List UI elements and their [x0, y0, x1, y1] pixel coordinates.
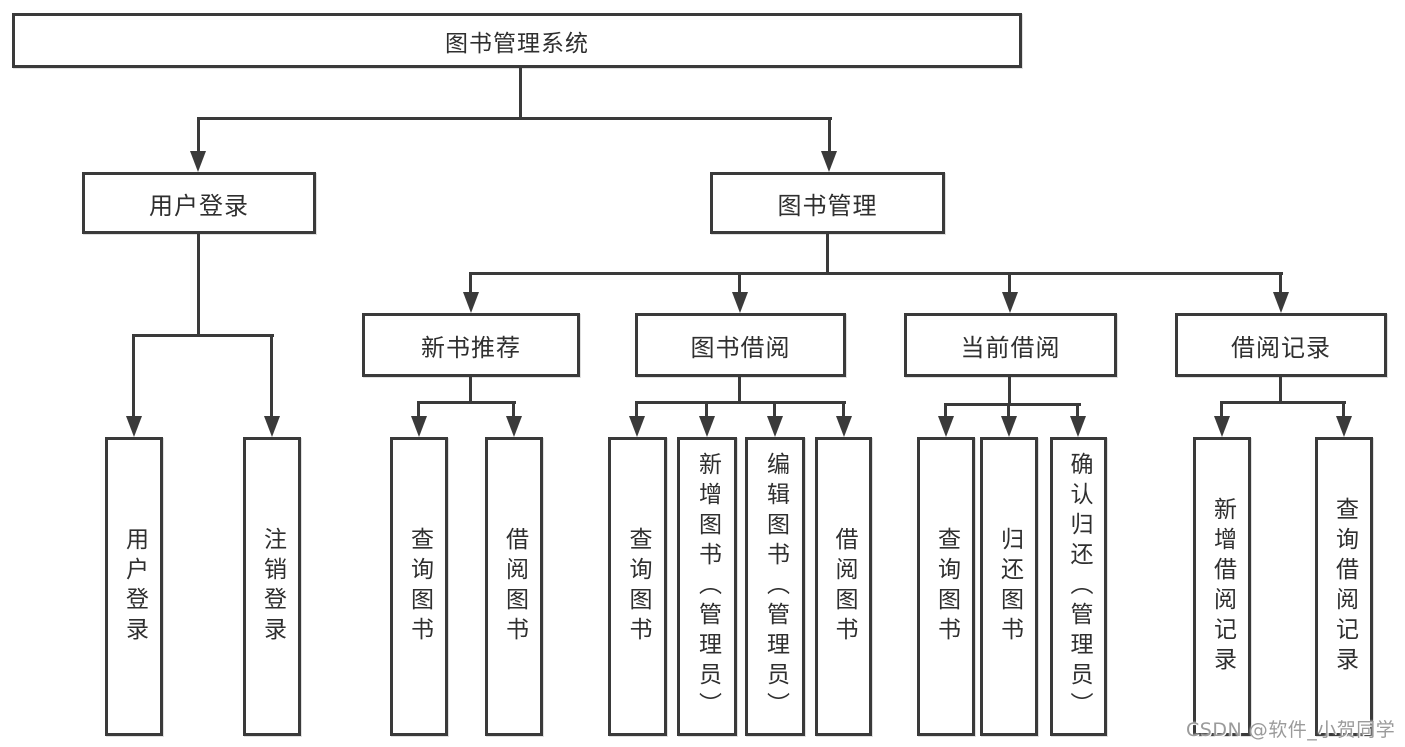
arrow-down-icon: [767, 416, 783, 437]
leaf-return-books: 归还图书: [980, 437, 1038, 736]
arrow-down-icon: [629, 416, 645, 437]
connector-line: [197, 120, 200, 152]
node-label: 新增图书（管理员）: [694, 451, 721, 722]
arrow-down-icon: [699, 416, 715, 437]
node-book-borrowing: 图书借阅: [635, 313, 846, 377]
node-root-library-management-system: 图书管理系统: [12, 13, 1022, 68]
connector-line: [132, 337, 135, 417]
connector-line: [1279, 377, 1282, 404]
node-book-management: 图书管理: [710, 172, 945, 234]
node-label: 查询图书: [933, 526, 960, 647]
arrow-down-icon: [411, 416, 427, 437]
arrow-down-icon: [1070, 416, 1086, 437]
leaf-user-login: 用户登录: [105, 437, 163, 736]
arrow-down-icon: [1214, 416, 1230, 437]
connector-line: [773, 404, 776, 417]
connector-line: [842, 404, 845, 417]
connector-line: [197, 234, 200, 337]
node-label: 图书管理系统: [445, 30, 589, 57]
arrow-down-icon: [821, 151, 837, 172]
connector-line: [1220, 404, 1223, 417]
connector-line: [1342, 404, 1345, 417]
arrow-down-icon: [938, 416, 954, 437]
connector-line: [469, 275, 472, 294]
connector-line: [944, 406, 947, 417]
connector-line: [519, 68, 522, 120]
node-label: 借阅图书: [831, 526, 857, 647]
arrow-down-icon: [264, 416, 280, 437]
leaf-borrow-books-recommend: 借阅图书: [485, 437, 543, 736]
leaf-edit-books-admin: 编辑图书（管理员）: [745, 437, 805, 736]
connector-line: [270, 337, 273, 417]
connector-line: [1076, 406, 1079, 417]
arrow-down-icon: [463, 292, 479, 313]
connector-line: [1008, 377, 1011, 406]
connector-line: [1220, 401, 1346, 404]
connector-line: [828, 120, 831, 152]
connector-line: [635, 404, 638, 417]
node-label: 用户登录: [149, 191, 249, 220]
leaf-query-books-recommend: 查询图书: [390, 437, 448, 736]
node-label: 确认归还（管理员）: [1066, 451, 1092, 722]
node-label: 借阅图书: [501, 526, 528, 647]
connector-line: [1279, 275, 1282, 294]
node-label: 查询图书: [625, 526, 651, 647]
arrow-down-icon: [1336, 416, 1352, 437]
leaf-add-borrow-record: 新增借阅记录: [1193, 437, 1251, 736]
arrow-down-icon: [126, 416, 142, 437]
node-current-borrowing: 当前借阅: [904, 313, 1117, 377]
node-user-login: 用户登录: [82, 172, 316, 234]
connector-line: [705, 404, 708, 417]
node-label: 新增借阅记录: [1209, 496, 1236, 677]
connector-line: [132, 334, 274, 337]
leaf-logout: 注销登录: [243, 437, 301, 736]
node-label: 注销登录: [259, 526, 286, 647]
connector-line: [738, 377, 741, 404]
arrow-down-icon: [506, 416, 522, 437]
node-label: 图书借阅: [690, 333, 791, 362]
connector-line: [512, 404, 515, 417]
node-label: 借阅记录: [1231, 333, 1331, 362]
node-borrowing-records: 借阅记录: [1175, 313, 1387, 377]
connector-line: [417, 401, 516, 404]
arrow-down-icon: [732, 292, 748, 313]
connector-line: [1008, 275, 1011, 294]
csdn-watermark: CSDN @软件_小贺同学: [1186, 719, 1396, 741]
node-label: 用户登录: [121, 526, 148, 647]
connector-line: [469, 377, 472, 404]
connector-line: [826, 234, 829, 275]
node-label: 查询借阅记录: [1331, 496, 1358, 677]
node-label: 当前借阅: [960, 333, 1061, 362]
node-label: 查询图书: [406, 526, 433, 647]
leaf-query-books-borrowing: 查询图书: [608, 437, 667, 736]
connector-line: [738, 275, 741, 294]
connector-line: [635, 401, 846, 404]
arrow-down-icon: [1002, 292, 1018, 313]
leaf-query-borrow-record: 查询借阅记录: [1315, 437, 1373, 736]
arrow-down-icon: [190, 151, 206, 172]
arrow-down-icon: [836, 416, 852, 437]
connector-line: [1007, 406, 1010, 417]
node-label: 编辑图书（管理员）: [762, 451, 789, 722]
connector-line: [197, 117, 832, 120]
node-label: 图书管理: [777, 191, 878, 220]
node-new-book-recommendation: 新书推荐: [362, 313, 580, 377]
connector-line: [944, 403, 1081, 406]
node-label: 归还图书: [996, 526, 1023, 647]
leaf-confirm-return-admin: 确认归还（管理员）: [1050, 437, 1107, 736]
arrow-down-icon: [1001, 416, 1017, 437]
connector-line: [417, 404, 420, 417]
leaf-borrow-books: 借阅图书: [815, 437, 872, 736]
arrow-down-icon: [1273, 292, 1289, 313]
node-label: 新书推荐: [421, 333, 521, 362]
leaf-add-books-admin: 新增图书（管理员）: [677, 437, 737, 736]
connector-line: [469, 272, 1283, 275]
leaf-query-books-current: 查询图书: [917, 437, 975, 736]
